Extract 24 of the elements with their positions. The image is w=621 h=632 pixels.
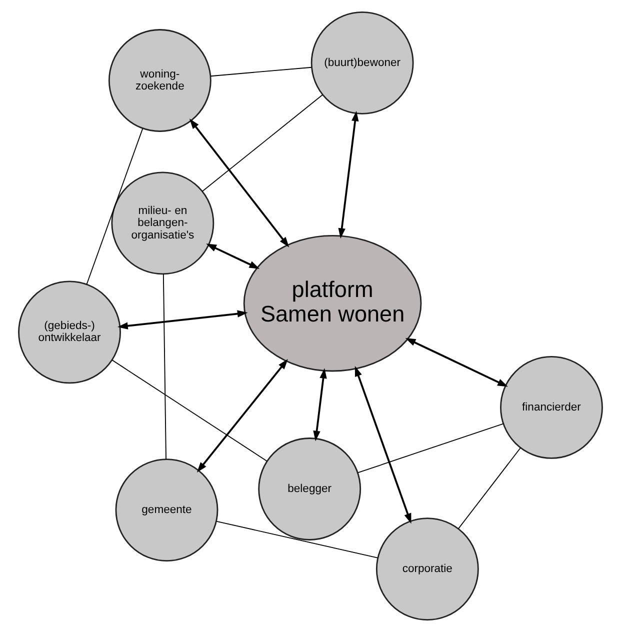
arrow: [313, 368, 327, 442]
connector: [112, 360, 268, 462]
connector: [458, 447, 521, 530]
connector: [162, 274, 166, 460]
connector: [210, 66, 312, 77]
node-circle: (gebieds-) ontwikkelaar: [18, 280, 121, 384]
connector: [216, 520, 378, 558]
arrow: [354, 366, 412, 524]
node-circle: woning- zoekende: [108, 29, 212, 132]
connector: [86, 128, 144, 285]
node-circle: belegger: [258, 438, 362, 540]
connector: [202, 94, 324, 192]
arrow: [206, 244, 260, 269]
node-circle: gemeente: [115, 458, 218, 562]
node-circle: milieu- en belangen- organisatie's: [111, 172, 214, 275]
node-circle: (buurt)bewoner: [310, 11, 414, 114]
arrow: [196, 358, 288, 472]
node-circle: financierder: [500, 356, 603, 459]
node-circle: corporatie: [376, 518, 479, 621]
connector: [357, 423, 504, 474]
arrow: [405, 338, 508, 387]
arrow: [189, 118, 290, 248]
arrow: [117, 310, 248, 330]
arrow: [338, 110, 359, 239]
